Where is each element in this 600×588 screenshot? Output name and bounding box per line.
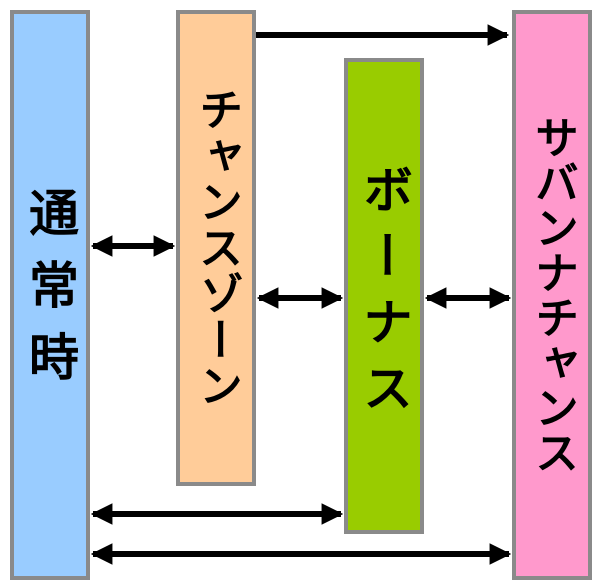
- state-label-chance-zone: チャンスゾーン: [191, 87, 242, 409]
- state-box-bonus: ボーナス: [344, 58, 424, 534]
- state-box-normal: 通常時: [10, 10, 90, 580]
- state-box-chance-zone: チャンスゾーン: [176, 10, 256, 486]
- state-box-savanna-chance: サバンナチャンス: [512, 10, 592, 580]
- state-label-bonus: ボーナス: [355, 164, 413, 428]
- state-label-normal: 通常時: [21, 187, 79, 403]
- state-label-savanna-chance: サバンナチャンス: [527, 115, 578, 475]
